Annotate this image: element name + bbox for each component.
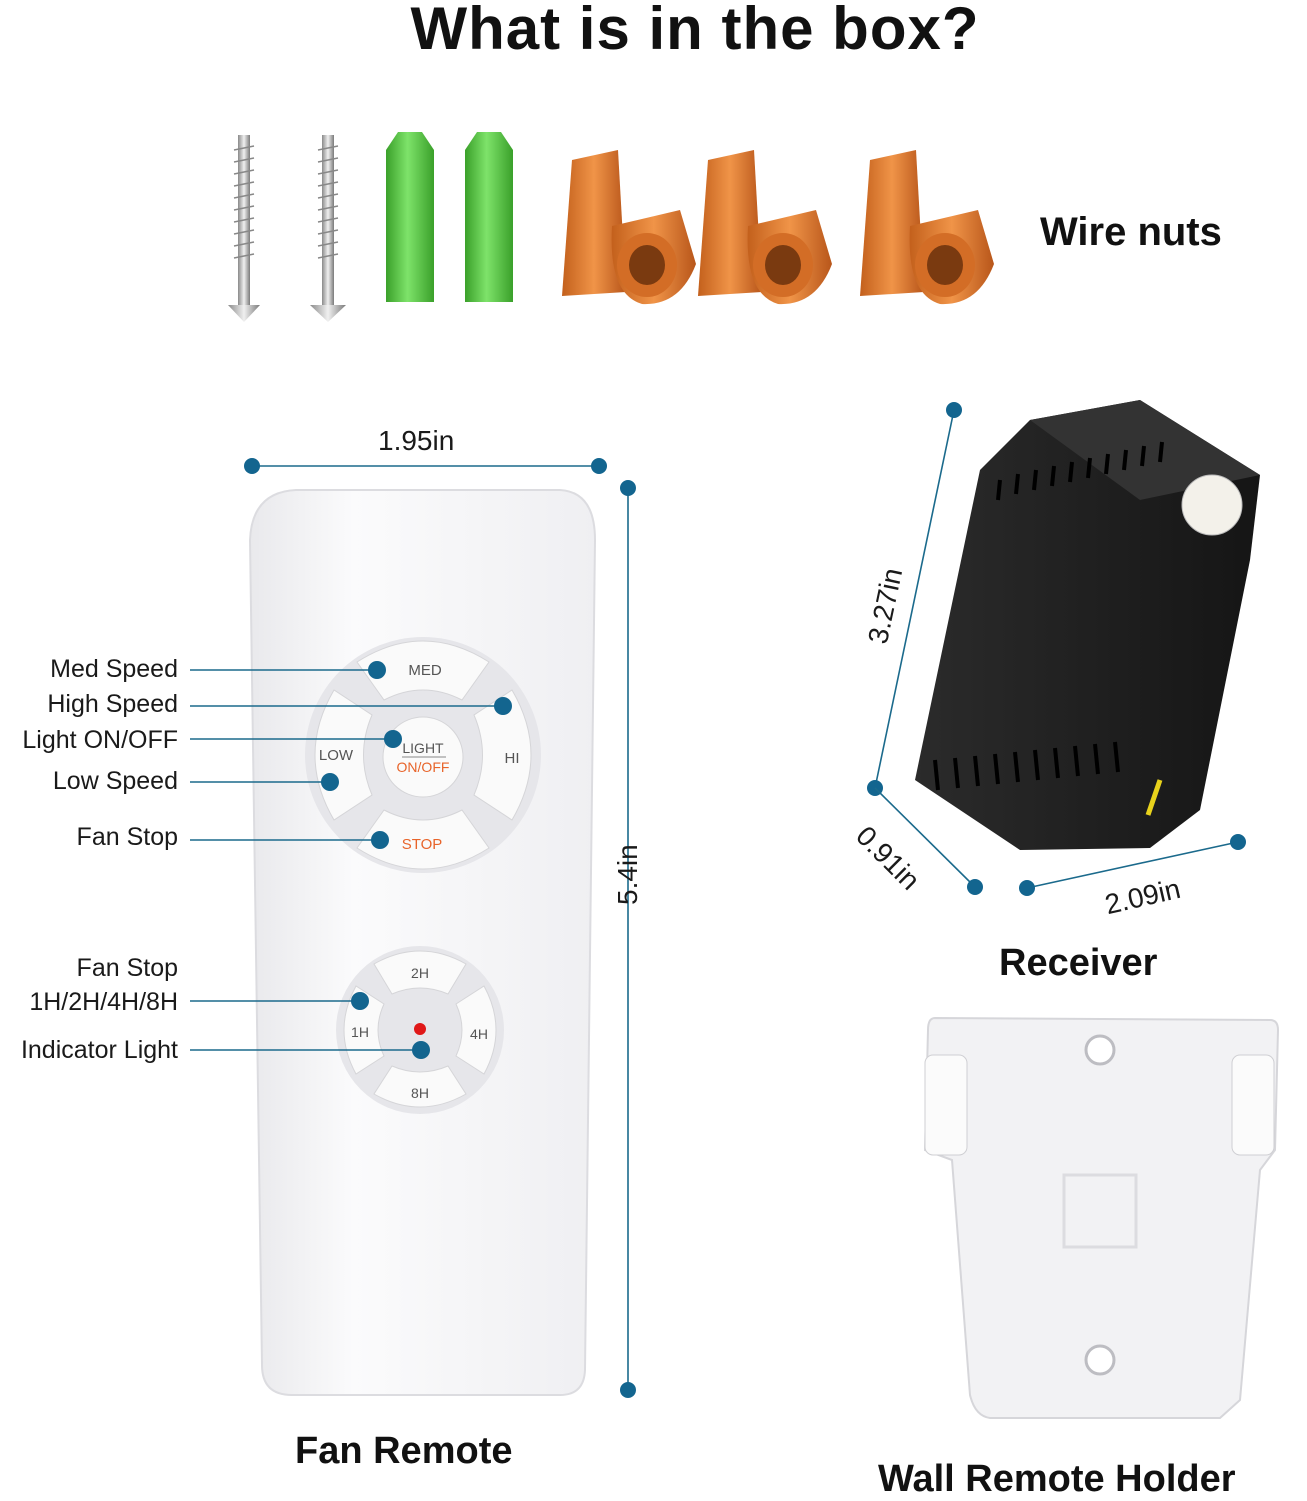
- screw-1: [228, 135, 260, 322]
- screw-2: [310, 135, 346, 322]
- light-button-label: LIGHT: [402, 740, 444, 756]
- low-button: LOW: [318, 747, 354, 764]
- remote-height-dimension: 5.4in: [612, 844, 643, 905]
- wall-anchor-1: [386, 132, 434, 302]
- callout-high-speed: High Speed: [47, 690, 178, 718]
- callout-fan-stop: Fan Stop: [76, 823, 178, 851]
- wire-nut-pair-1: [562, 150, 696, 305]
- wire-nut-pair-2: [698, 150, 832, 305]
- wire-nut-pair-3: [860, 150, 994, 305]
- timer-button-cluster: [336, 946, 504, 1114]
- callout-fan-stop-timer: Fan Stop: [76, 954, 178, 982]
- wire-nuts-label: Wire nuts: [1040, 210, 1222, 254]
- fan-remote-label: Fan Remote: [295, 1430, 513, 1472]
- remote-width-dimension: 1.95in: [378, 425, 455, 456]
- callout-med-speed: Med Speed: [50, 655, 178, 683]
- callout-timer-options: 1H/2H/4H/8H: [29, 988, 178, 1016]
- fan-remote-body: [248, 489, 597, 1396]
- timer-1h-button: 1H: [351, 1024, 369, 1040]
- wall-holder-graphic: [923, 1016, 1280, 1419]
- onoff-button-label: ON/OFF: [396, 759, 450, 775]
- med-button: MED: [408, 662, 442, 679]
- page-title: What is in the box?: [410, 0, 980, 62]
- receiver-body: [915, 400, 1260, 850]
- stop-button: STOP: [401, 836, 443, 853]
- timer-8h-button: 8H: [411, 1085, 429, 1101]
- timer-4h-button: 4H: [470, 1026, 488, 1042]
- wall-holder-label: Wall Remote Holder: [878, 1458, 1236, 1500]
- receiver-label: Receiver: [999, 942, 1158, 984]
- wall-anchor-2: [465, 132, 513, 302]
- hi-button: HI: [504, 750, 520, 767]
- main-button-cluster: [305, 637, 541, 873]
- callout-indicator-light: Indicator Light: [20, 1036, 178, 1064]
- callout-low-speed: Low Speed: [52, 767, 178, 795]
- callout-light-onoff: Light ON/OFF: [22, 726, 178, 754]
- timer-2h-button: 2H: [411, 965, 429, 981]
